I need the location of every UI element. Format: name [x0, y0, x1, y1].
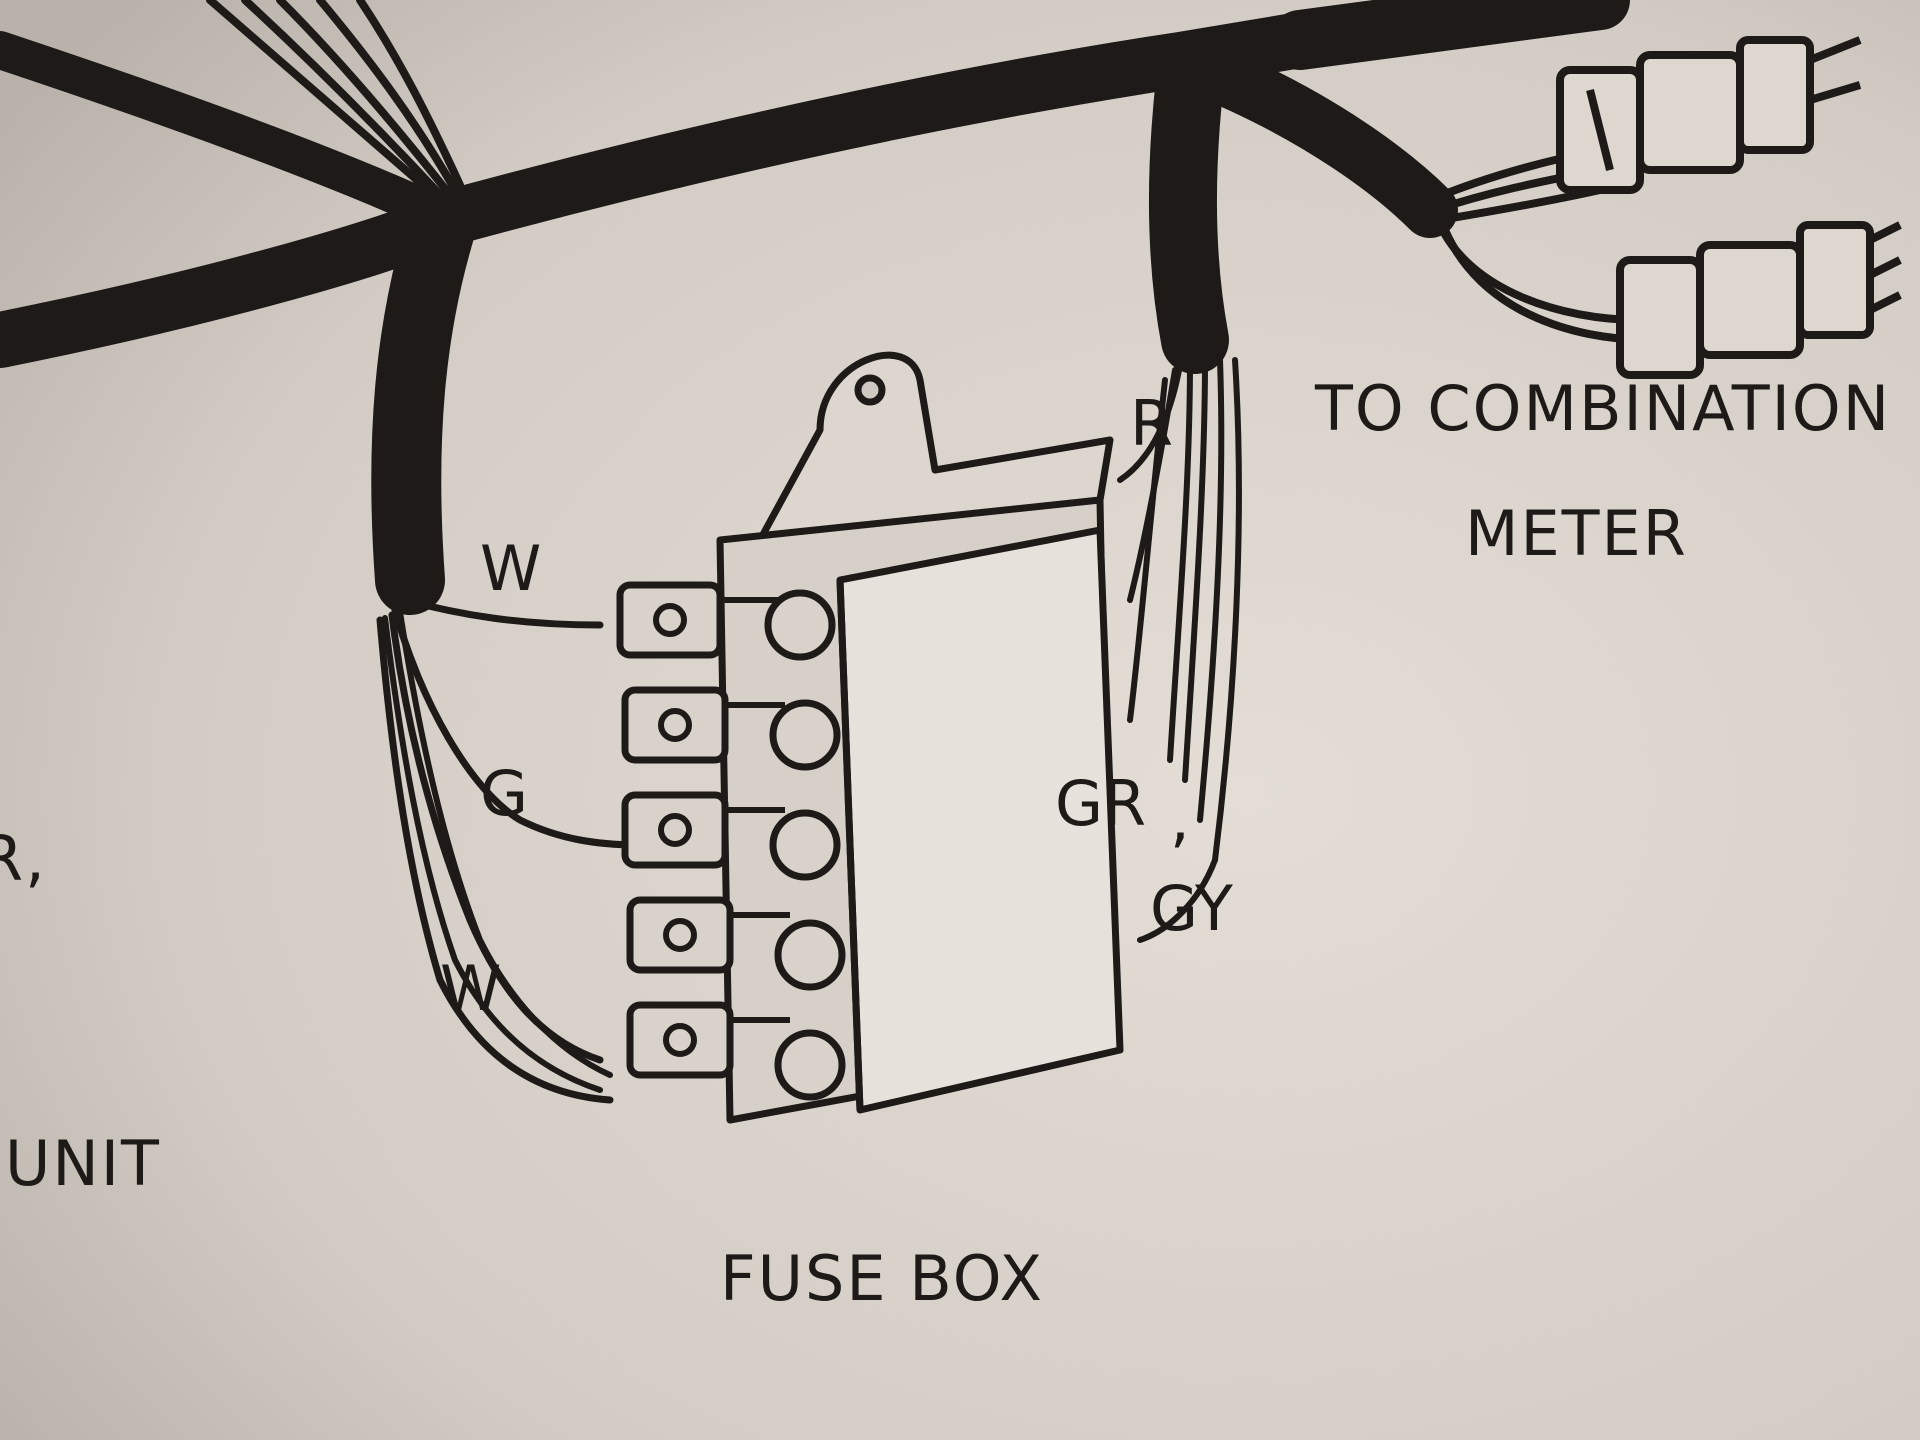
- combination-meter-label-line2: METER: [1465, 497, 1688, 570]
- main-harness: [0, 0, 1630, 368]
- combination-meter-label-line1: TO COMBINATION: [1314, 372, 1891, 445]
- right-branch-harness: [1117, 46, 1242, 943]
- meter-connector-lower: [1616, 221, 1902, 379]
- fuse-box-label: FUSE BOX: [720, 1242, 1044, 1315]
- wire-label-gr: GR: [1055, 767, 1146, 840]
- mounting-tab: [756, 351, 1114, 544]
- wire-label-g: G: [480, 757, 528, 830]
- mounting-hole: [854, 374, 886, 406]
- wire-label-w-top: W: [480, 532, 541, 605]
- wire-label-gy: GY: [1150, 872, 1233, 945]
- unit-label: UNIT: [5, 1127, 161, 1200]
- wire-label-comma: ,: [1170, 782, 1190, 855]
- fuse-clips: [653, 597, 790, 1057]
- left-branch-harness: [371, 195, 644, 1104]
- wire-label-w-bottom: W: [440, 952, 501, 1025]
- fuse-terminals: [616, 581, 846, 1101]
- partial-left-label: R,: [0, 822, 47, 895]
- wire-label-r: R: [1130, 387, 1173, 460]
- meter-connector-upper: [1556, 36, 1862, 194]
